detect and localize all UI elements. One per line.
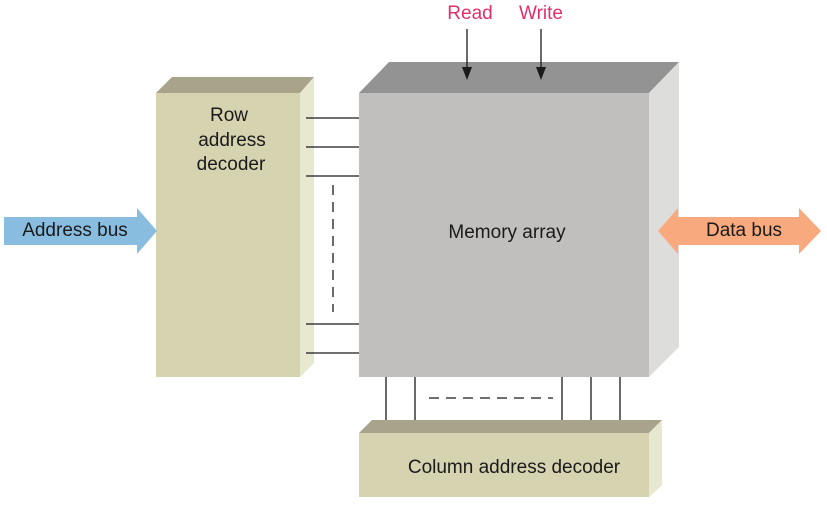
data-bus-label: Data bus: [706, 220, 782, 241]
memory-array-side-face: [649, 62, 679, 377]
column-decoder-top-face: [359, 420, 662, 433]
memory-array: Memory array: [359, 62, 679, 377]
bit-lines: [385, 377, 621, 425]
memory-array-front-face: [359, 93, 649, 377]
address-bus: Address bus: [4, 208, 157, 254]
memory-array-label: Memory array: [448, 222, 566, 243]
column-address-decoder: Column address decoder: [359, 420, 662, 497]
column-decoder-side-face: [649, 420, 662, 497]
row-decoder-front-face: [156, 93, 300, 377]
word-lines: [306, 117, 359, 354]
read-arrow-head: [462, 67, 472, 80]
data-bus: Data bus: [658, 208, 821, 254]
memory-array-top-face: [359, 62, 679, 93]
read-signal-label: Read: [447, 3, 492, 24]
write-signal-label: Write: [519, 3, 563, 24]
column-decoder-front-face: [359, 433, 649, 497]
address-bus-arrow: [4, 208, 157, 254]
row-decoder-side-face: [300, 77, 314, 377]
row-decoder-label-line-3: decoder: [197, 154, 266, 175]
data-bus-arrow: [658, 208, 821, 254]
row-decoder-top-face: [156, 77, 314, 93]
write-arrow-head: [536, 67, 546, 80]
address-bus-label: Address bus: [22, 220, 128, 241]
row-decoder-label-line-1: Row: [210, 105, 248, 126]
control-signals: Read Write: [447, 3, 563, 80]
column-decoder-label: Column address decoder: [408, 457, 621, 478]
row-decoder-label-line-2: address: [198, 130, 266, 151]
row-address-decoder: Row address decoder: [156, 77, 314, 377]
